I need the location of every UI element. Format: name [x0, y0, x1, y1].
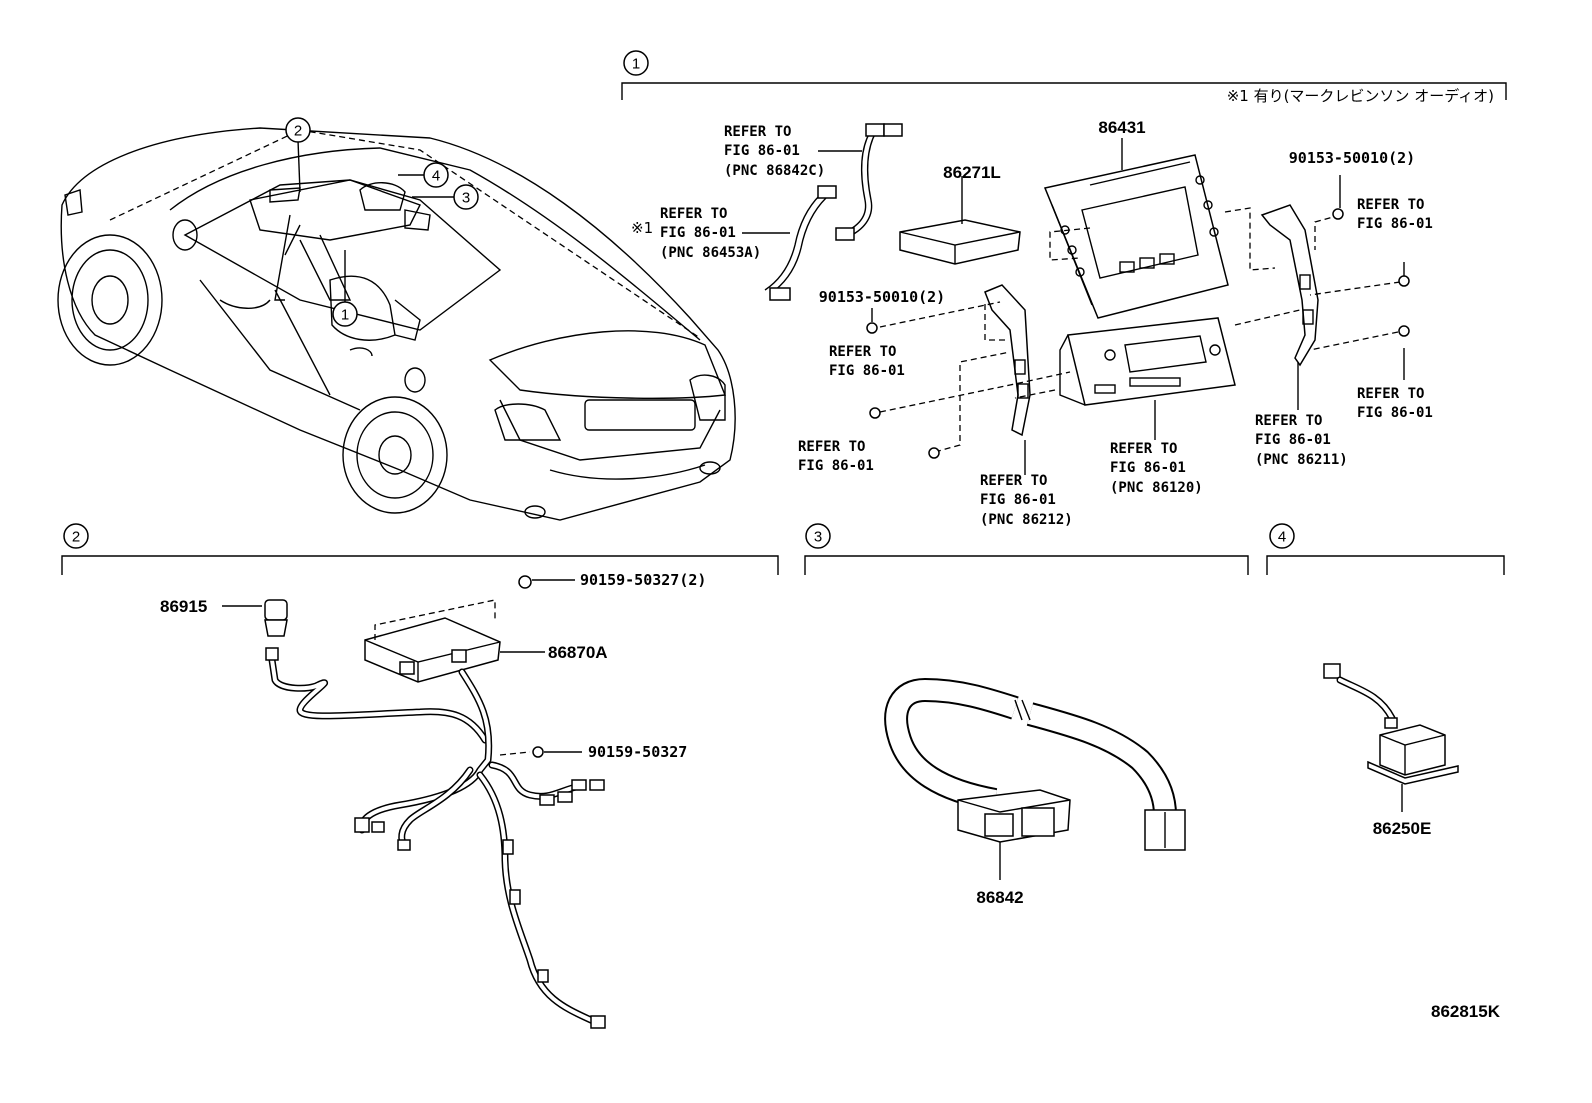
section-4-marker: 4: [1278, 529, 1286, 546]
section-1-note: ※1 有り(マークレビンソン オーディオ): [1227, 87, 1494, 105]
section-3: 3 86842: [804, 523, 1249, 907]
right-bracket: [1260, 204, 1319, 410]
callout-4-label: 4: [432, 168, 440, 185]
ref-86120-line2: FIG 86-01: [1110, 460, 1186, 476]
ref-86211-line3: (PNC 86211): [1255, 452, 1348, 468]
bolts: [866, 208, 1410, 459]
car-callouts: 2 4 3 1: [285, 117, 479, 327]
ref-86453a-line1: REFER TO: [660, 206, 727, 222]
wire-harness: [265, 647, 606, 1029]
ref-left2-line1: REFER TO: [798, 439, 865, 455]
label-86842: 86842: [976, 888, 1023, 907]
cable-86453a: [764, 185, 837, 301]
module-86271l: [899, 176, 1021, 265]
ref-86453a-line3: (PNC 86453A): [660, 245, 761, 261]
label-86250e: 86250E: [1373, 819, 1432, 838]
ref-top-right-line2: FIG 86-01: [1357, 216, 1433, 232]
cable-86842: 86842: [884, 677, 1186, 907]
section-2-marker: 2: [72, 529, 80, 546]
display-86431: [1043, 138, 1229, 319]
ref-right-line1: REFER TO: [1357, 386, 1424, 402]
ref-86842c-line1: REFER TO: [724, 124, 791, 140]
ref-86211-line2: FIG 86-01: [1255, 432, 1331, 448]
head-unit: [1059, 317, 1236, 440]
label-86271l: 86271L: [943, 163, 1001, 182]
part-86915: 86915: [160, 597, 288, 637]
car-illustration: [57, 127, 736, 521]
label-86915: 86915: [160, 597, 207, 616]
diagram-id: 862815K: [1431, 1002, 1501, 1021]
ref-86120-line1: REFER TO: [1110, 441, 1177, 457]
label-screw-2: 90159-50327(2): [580, 571, 706, 589]
ref-86120-line3: (PNC 86120): [1110, 480, 1203, 496]
label-86431: 86431: [1098, 118, 1145, 137]
ref-86453a-line2: FIG 86-01: [660, 225, 736, 241]
ref-left2-line2: FIG 86-01: [798, 458, 874, 474]
ref-left1-line2: FIG 86-01: [829, 363, 905, 379]
ref-86212-line3: (PNC 86212): [980, 512, 1073, 528]
part-86870a: 86870A: [364, 599, 608, 683]
ref-top-right-line1: REFER TO: [1357, 197, 1424, 213]
screws: 90159-50327(2) 90159-50327: [499, 571, 706, 761]
callout-3-label: 3: [462, 190, 470, 207]
section-2: 2 86915 86870A 90159-50327(2): [61, 523, 779, 1029]
left-bracket: [984, 284, 1031, 475]
ref-86211-line1: REFER TO: [1255, 413, 1322, 429]
section-1: 1 ※1 有り(マークレビンソン オーディオ): [621, 50, 1507, 528]
ref-86842c-line3: (PNC 86842C): [724, 163, 825, 179]
label-screw-1: 90159-50327: [588, 743, 687, 761]
ref-86842c-line2: FIG 86-01: [724, 143, 800, 159]
label-bolt-left: 90153-50010(2): [819, 288, 945, 306]
callout-2-label: 2: [294, 123, 302, 140]
callout-1-label: 1: [341, 307, 349, 324]
label-bolt-top-right: 90153-50010(2): [1289, 149, 1415, 167]
ref-left1-line1: REFER TO: [829, 344, 896, 360]
section-1-marker: 1: [632, 56, 640, 73]
ref-86212-line1: REFER TO: [980, 473, 1047, 489]
ref-right-line2: FIG 86-01: [1357, 405, 1433, 421]
part-86250e: 86250E: [1323, 663, 1459, 838]
assembly-lines: [879, 207, 1401, 453]
star1-mark: ※1: [631, 219, 653, 237]
ref-86212-line2: FIG 86-01: [980, 492, 1056, 508]
section-3-marker: 3: [814, 529, 822, 546]
section-4: 4 86250E: [1266, 523, 1505, 838]
label-86870a: 86870A: [548, 643, 608, 662]
cable-86842c: [835, 123, 903, 241]
